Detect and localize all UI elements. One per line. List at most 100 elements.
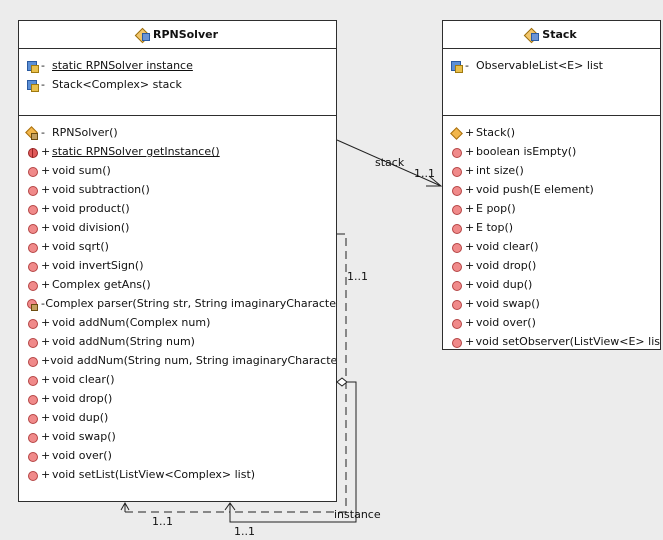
method-row[interactable]: +void clear(): [443, 237, 660, 256]
method-icon: [450, 279, 462, 291]
visibility-marker: +: [465, 202, 475, 215]
method-signature: void dup(): [52, 411, 109, 424]
private-method-icon: [26, 298, 38, 311]
method-row[interactable]: +void setList(ListView<Complex> list): [19, 465, 336, 484]
visibility-marker: +: [41, 392, 51, 405]
method-row[interactable]: -Complex parser(String str, String imagi…: [19, 294, 336, 313]
visibility-marker: +: [41, 278, 51, 291]
visibility-marker: -: [41, 126, 45, 139]
method-signature: void subtraction(): [52, 183, 150, 196]
instance-multiplicity-bottom-right-label: 1..1: [234, 525, 255, 538]
visibility-marker: +: [41, 335, 51, 348]
method-icon: [26, 336, 38, 348]
visibility-marker: +: [465, 316, 475, 329]
method-row[interactable]: +Stack(): [443, 123, 660, 142]
method-signature: void sqrt(): [52, 240, 109, 253]
method-icon: [450, 241, 462, 253]
visibility-marker: +: [465, 126, 475, 139]
stack-role-label: stack: [375, 156, 405, 169]
aggregation-diamond: [336, 377, 348, 387]
method-signature: void setObserver(ListView<E> lis: [475, 335, 660, 348]
field-icon: [26, 60, 39, 73]
instance-multiplicity-right-label: 1..1: [347, 270, 368, 283]
method-row[interactable]: +static RPNSolver getInstance(): [19, 142, 336, 161]
class-icon: [137, 29, 150, 41]
method-row[interactable]: +void addNum(Complex num): [19, 313, 336, 332]
method-row[interactable]: +boolean isEmpty(): [443, 142, 660, 161]
method-row[interactable]: +void swap(): [443, 294, 660, 313]
method-row[interactable]: -RPNSolver(): [19, 123, 336, 142]
method-row[interactable]: +int size(): [443, 161, 660, 180]
method-row[interactable]: +void drop(): [443, 256, 660, 275]
method-row[interactable]: +void clear(): [19, 370, 336, 389]
method-signature: static RPNSolver getInstance(): [52, 145, 220, 158]
method-row[interactable]: +void addNum(String num, String imaginar…: [19, 351, 336, 370]
method-row[interactable]: +void setObserver(ListView<E> lis: [443, 332, 660, 349]
visibility-marker: +: [41, 259, 51, 272]
method-row[interactable]: +void addNum(String num): [19, 332, 336, 351]
visibility-marker: +: [41, 449, 51, 462]
method-row[interactable]: +void dup(): [19, 408, 336, 427]
field-row[interactable]: -Stack<Complex> stack: [19, 75, 336, 94]
method-row[interactable]: +void dup(): [443, 275, 660, 294]
visibility-marker: +: [465, 145, 475, 158]
method-signature: void clear(): [476, 240, 539, 253]
method-icon: [26, 469, 38, 481]
method-icon: [26, 241, 38, 253]
stack-class-name: Stack: [542, 28, 577, 41]
method-signature: void swap(): [52, 430, 116, 443]
method-row[interactable]: +void product(): [19, 199, 336, 218]
method-icon: [26, 450, 38, 462]
method-row[interactable]: +Complex getAns(): [19, 275, 336, 294]
field-icon: [450, 60, 463, 73]
method-row[interactable]: +void invertSign(): [19, 256, 336, 275]
rpnsolver-class-header[interactable]: RPNSolver: [19, 21, 336, 49]
method-row[interactable]: +void push(E element): [443, 180, 660, 199]
method-icon: [26, 279, 38, 291]
method-signature: void over(): [476, 316, 536, 329]
method-row[interactable]: +void over(): [19, 446, 336, 465]
method-icon: [450, 298, 462, 310]
method-row[interactable]: +void swap(): [19, 427, 336, 446]
visibility-marker: +: [41, 354, 51, 367]
method-signature: void dup(): [476, 278, 533, 291]
stack-class-header[interactable]: Stack: [443, 21, 660, 49]
method-row[interactable]: +E pop(): [443, 199, 660, 218]
method-row[interactable]: +void subtraction(): [19, 180, 336, 199]
instance-multiplicity-bottom-left-label: 1..1: [152, 515, 173, 528]
method-row[interactable]: +void drop(): [19, 389, 336, 408]
visibility-marker: +: [41, 373, 51, 386]
stack-class-box[interactable]: Stack -ObservableList<E> list +Stack()+b…: [442, 20, 661, 350]
method-icon: [26, 393, 38, 405]
private-ctor-icon: [26, 127, 38, 140]
method-signature: void push(E element): [476, 183, 594, 196]
method-row[interactable]: +void sqrt(): [19, 237, 336, 256]
instance-association-line-outer[interactable]: [229, 381, 357, 523]
field-row[interactable]: -ObservableList<E> list: [443, 56, 660, 75]
stack-fields-section: -ObservableList<E> list: [443, 49, 660, 116]
visibility-marker: +: [41, 468, 51, 481]
rpnsolver-class-box[interactable]: RPNSolver -static RPNSolver instance-Sta…: [18, 20, 337, 502]
visibility-marker: +: [465, 278, 475, 291]
visibility-marker: +: [41, 202, 51, 215]
field-row[interactable]: -static RPNSolver instance: [19, 56, 336, 75]
stack-association-line[interactable]: [336, 139, 442, 187]
visibility-marker: +: [41, 316, 51, 329]
method-icon: [450, 146, 462, 158]
instance-association-line[interactable]: [229, 233, 347, 513]
method-row[interactable]: +void sum(): [19, 161, 336, 180]
rpnsolver-methods-section: -RPNSolver()+static RPNSolver getInstanc…: [19, 116, 336, 484]
method-icon: [26, 374, 38, 386]
stack-multiplicity-label: 1..1: [414, 167, 435, 180]
method-signature: void drop(): [52, 392, 113, 405]
rpnsolver-class-name: RPNSolver: [152, 28, 219, 41]
method-signature: void division(): [52, 221, 130, 234]
method-signature: E pop(): [476, 202, 516, 215]
method-row[interactable]: +E top(): [443, 218, 660, 237]
method-icon: [26, 412, 38, 424]
method-row[interactable]: +void division(): [19, 218, 336, 237]
method-row[interactable]: +void over(): [443, 313, 660, 332]
method-signature: boolean isEmpty(): [476, 145, 577, 158]
field-signature: static RPNSolver instance: [52, 59, 193, 72]
